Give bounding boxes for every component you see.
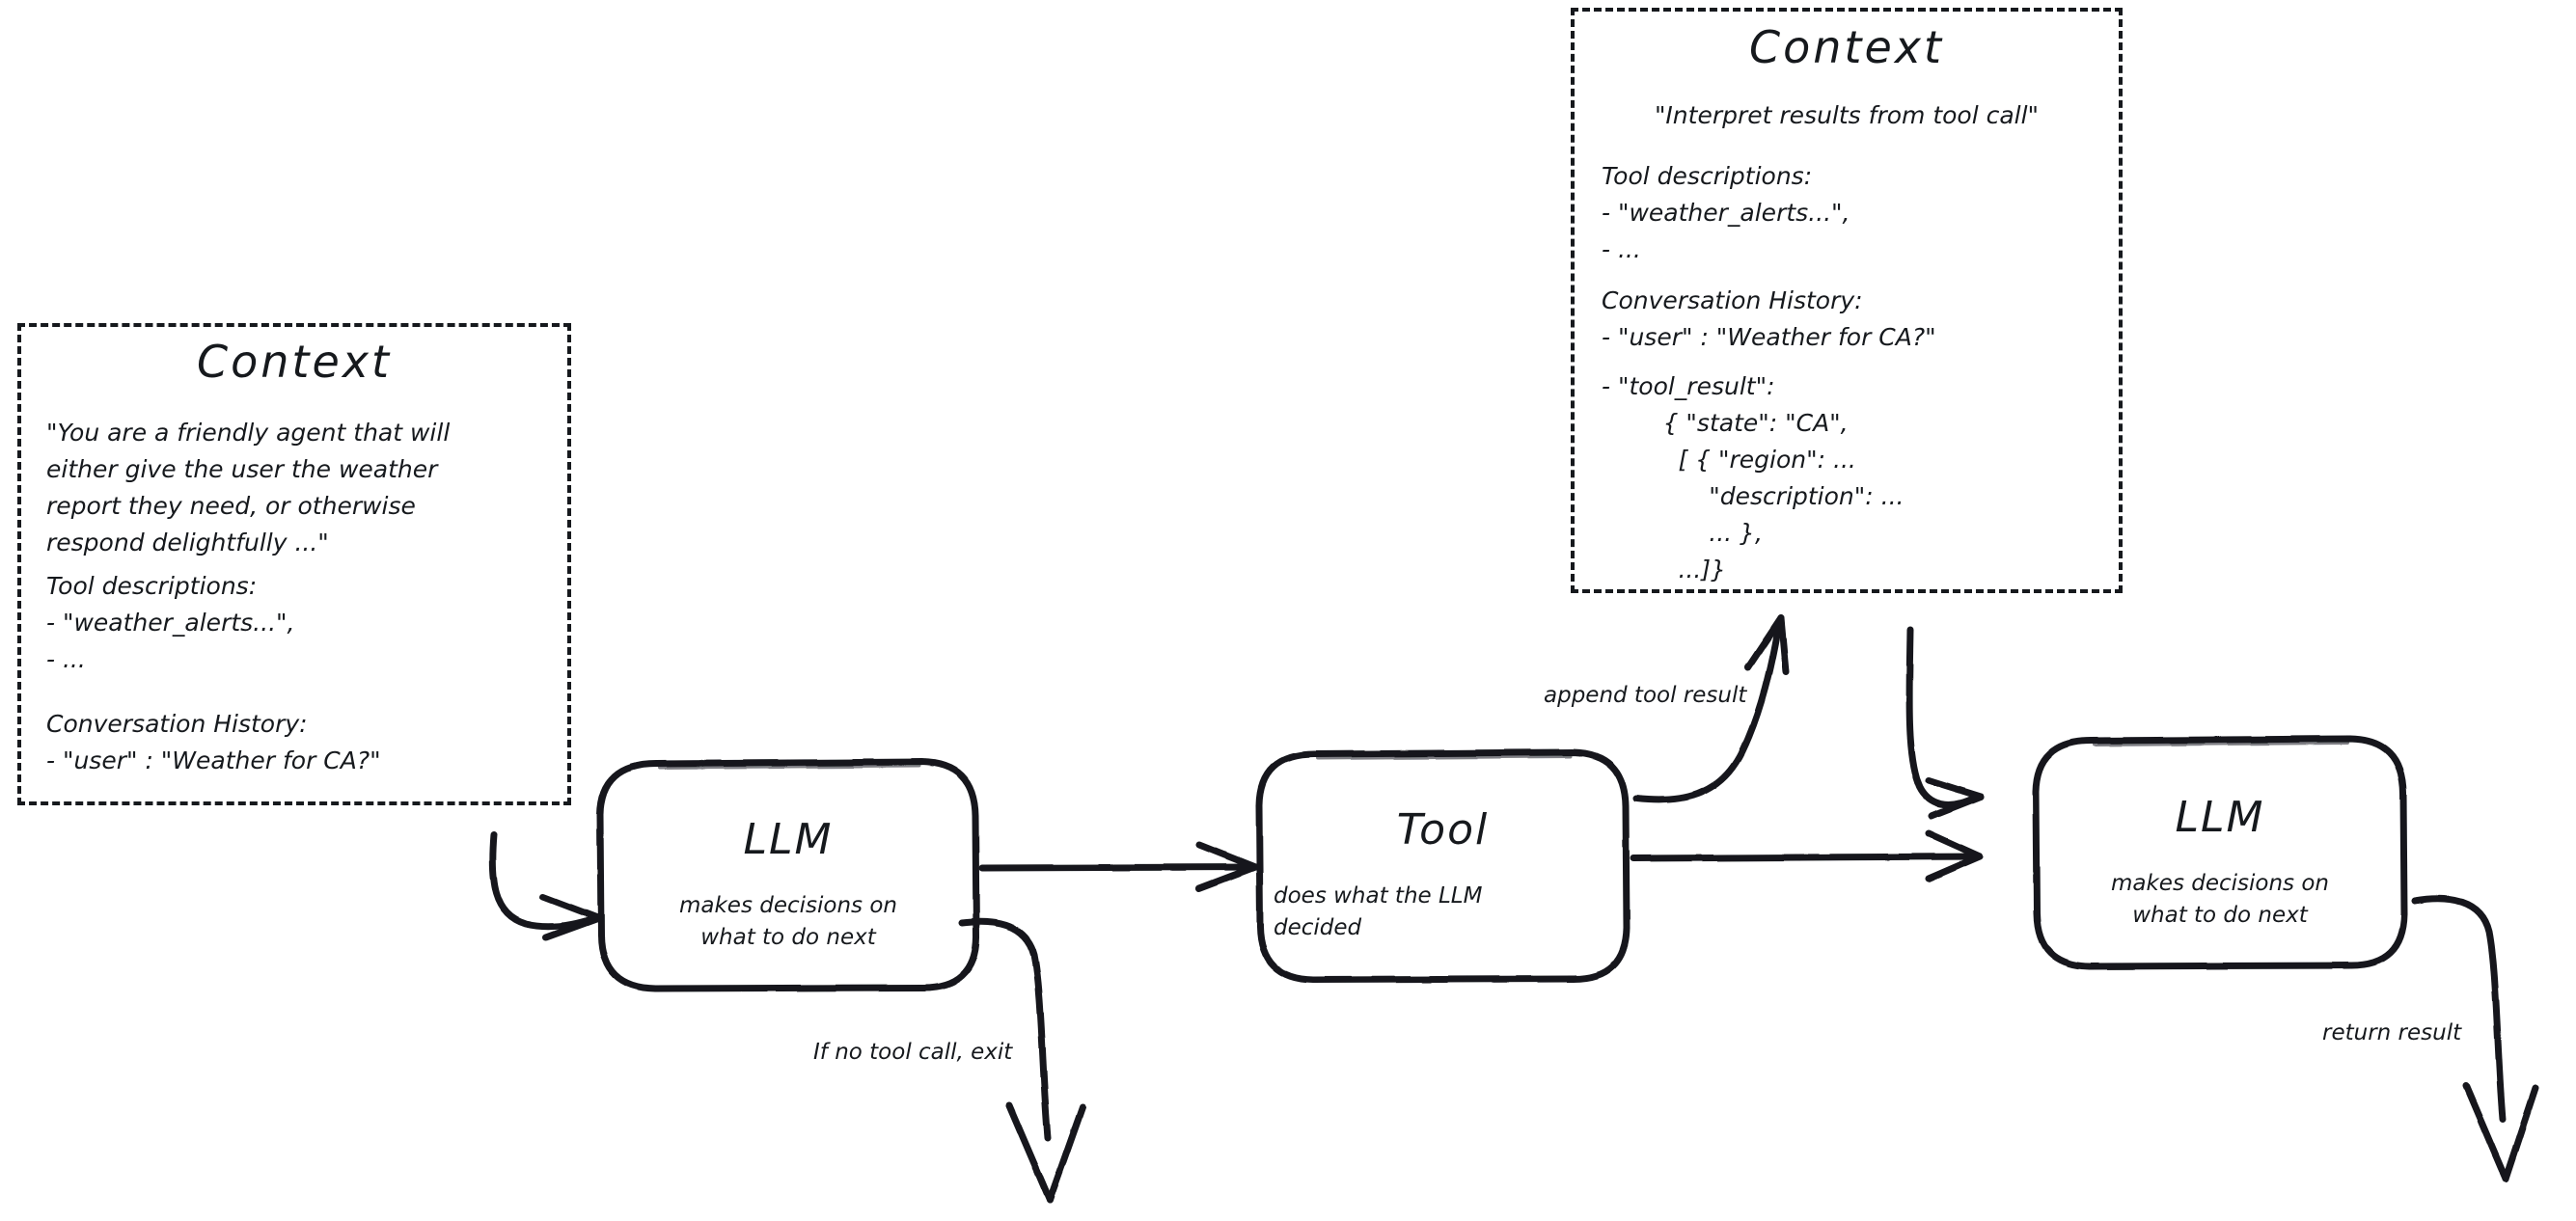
llm-2-title: LLM bbox=[2175, 793, 2265, 842]
context-left-history-items: - "user" : "Weather for CA?" bbox=[46, 746, 381, 774]
context-right-tool-header: Tool descriptions: bbox=[1602, 162, 1813, 190]
tool-subtitle: does what the LLM decided bbox=[1274, 883, 1483, 941]
tool-title: Tool bbox=[1396, 805, 1490, 855]
arrow-context-to-llm1 bbox=[489, 830, 603, 941]
arrow-append-tool-result bbox=[1632, 614, 1790, 803]
llm-1-subtitle: makes decisions on what to do next bbox=[678, 893, 897, 951]
context-left-paragraph: "You are a friendly agent that will eith… bbox=[46, 419, 451, 556]
context-left-tool-header: Tool descriptions: bbox=[46, 572, 258, 600]
arrow-context2-to-llm2 bbox=[1905, 626, 1985, 820]
edge-label-return-result: return result bbox=[2322, 1020, 2462, 1045]
arrow-llm1-exit bbox=[958, 918, 1086, 1204]
edge-label-if-no-tool-call-exit: If no tool call, exit bbox=[813, 1040, 1013, 1065]
llm-2-subtitle: makes decisions on what to do next bbox=[2110, 871, 2329, 929]
arrow-llm2-return bbox=[2411, 895, 2539, 1182]
edge-label-append-tool-result: append tool result bbox=[1544, 683, 1747, 708]
context-right-tool-result: - "tool_result": { "state": "CA", [ { "r… bbox=[1602, 372, 1905, 583]
context-box-right bbox=[1571, 8, 2123, 593]
llm-1-title: LLM bbox=[743, 815, 834, 864]
context-right-title: Context bbox=[1748, 21, 1944, 73]
context-right-history-header: Conversation History: bbox=[1602, 286, 1863, 314]
arrow-llm1-to-tool bbox=[978, 841, 1259, 892]
context-left-title: Context bbox=[196, 336, 392, 388]
llm-1-shape bbox=[596, 758, 980, 992]
context-left-tool-items: - "weather_alerts...", - ... bbox=[46, 609, 295, 673]
context-right-tool-items: - "weather_alerts...", - ... bbox=[1602, 199, 1850, 263]
context-box-left bbox=[17, 323, 571, 805]
context-right-history-items: - "user" : "Weather for CA?" bbox=[1602, 323, 1936, 351]
tool-shape bbox=[1255, 748, 1631, 984]
context-right-paragraph: "Interpret results from tool call" bbox=[1654, 101, 2040, 129]
context-left-history-header: Conversation History: bbox=[46, 710, 308, 738]
llm-2-shape bbox=[2032, 735, 2408, 970]
arrow-tool-to-llm2 bbox=[1630, 829, 1984, 882]
